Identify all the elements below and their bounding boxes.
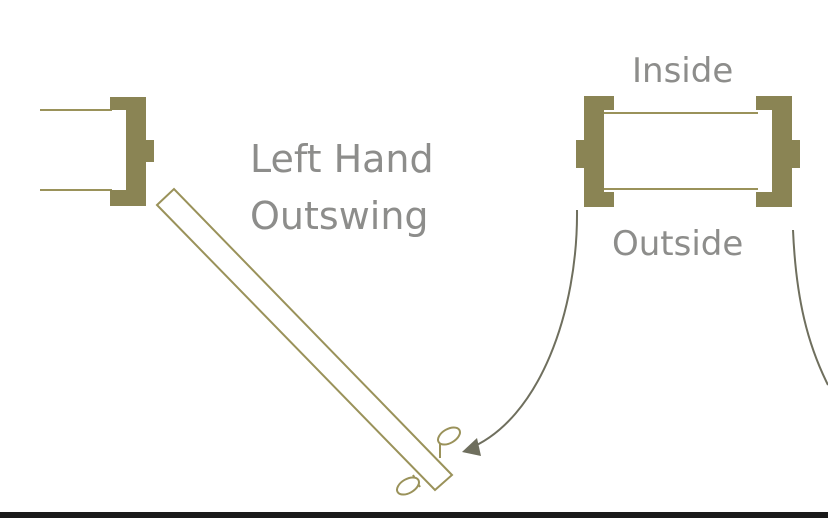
right-edge-arc bbox=[792, 229, 828, 386]
swing-arrowhead bbox=[462, 438, 481, 456]
door-knob-upper bbox=[437, 426, 461, 458]
inside-label: Inside bbox=[632, 51, 733, 91]
bottom-baseline bbox=[0, 512, 828, 518]
swing-path bbox=[462, 209, 828, 456]
right-doorway-right-jamb bbox=[756, 96, 800, 207]
open-door-leaf bbox=[155, 187, 461, 496]
title-line-1: Left Hand bbox=[250, 137, 434, 181]
left-doorway bbox=[40, 97, 154, 206]
right-doorway bbox=[576, 96, 800, 207]
outside-label: Outside bbox=[612, 224, 743, 264]
swing-arc bbox=[467, 209, 579, 450]
left-jamb bbox=[110, 97, 154, 206]
door-slab bbox=[155, 187, 454, 492]
right-doorway-left-jamb bbox=[576, 96, 614, 207]
title-line-2: Outswing bbox=[250, 194, 429, 238]
door-knob-lower bbox=[396, 474, 421, 496]
